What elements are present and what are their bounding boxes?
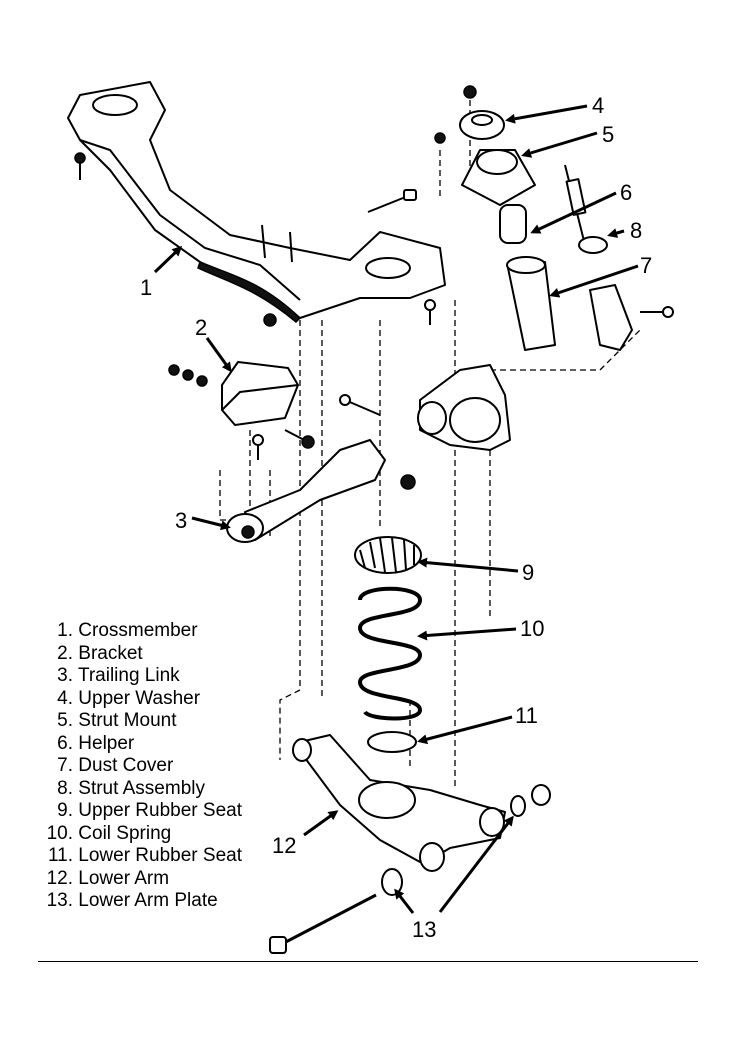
legend-item: 3. Trailing Link — [57, 665, 180, 686]
strut-mount-part — [434, 132, 536, 206]
legend-item: 12. Lower Arm — [46, 867, 170, 889]
legend-item: 2. Bracket — [57, 642, 143, 664]
callout-13: 13 — [412, 917, 436, 942]
helper-part — [499, 204, 527, 244]
upper-washer-part — [459, 85, 505, 140]
legend-item: 11. Lower Rubber Seat — [47, 845, 242, 866]
trailing-link-part — [226, 439, 416, 543]
strut-assembly-part — [564, 164, 674, 351]
upper-rubber-seat-part — [354, 536, 422, 574]
callout-10: 10 — [520, 616, 544, 641]
callout-1: 1 — [140, 275, 152, 300]
coil-spring-part — [357, 586, 423, 721]
legend-item: 6. Helper — [57, 732, 135, 754]
crossmember-bolts — [74, 152, 436, 327]
lower-rubber-seat-part — [367, 731, 417, 753]
callout-8: 8 — [630, 218, 642, 243]
callout-11: 11 — [515, 703, 538, 728]
callout-12: 12 — [272, 833, 296, 858]
callout-9: 9 — [522, 560, 534, 585]
callout-3: 3 — [175, 508, 187, 533]
callout-2: 2 — [195, 315, 207, 340]
legend-item: 5. Strut Mount — [57, 710, 177, 731]
parts-legend: 1. Crossmember 2. Bracket 3. Trailing Li… — [44, 620, 242, 913]
callout-4: 4 — [592, 93, 604, 118]
legend-item: 7. Dust Cover — [57, 755, 174, 776]
knuckle-part — [339, 364, 511, 451]
callout-6: 6 — [620, 180, 632, 205]
dust-cover-part — [506, 256, 556, 351]
lower-arm-part — [292, 734, 551, 872]
crossmember-part — [67, 81, 446, 324]
bottom-rule-divider — [38, 961, 698, 962]
callout-labels: 1 2 3 4 5 6 7 8 9 10 11 12 13 — [140, 93, 652, 942]
callout-5: 5 — [602, 122, 614, 147]
legend-item: 1. Crossmember — [57, 620, 198, 641]
bracket-part — [168, 361, 315, 460]
legend-item: 8. Strut Assembly — [57, 777, 205, 799]
legend-item: 4. Upper Washer — [57, 687, 201, 709]
leader-arrows — [153, 104, 639, 914]
legend-item: 9. Upper Rubber Seat — [57, 800, 242, 821]
legend-item: 13. Lower Arm Plate — [46, 890, 218, 911]
callout-7: 7 — [640, 253, 652, 278]
legend-item: 10. Coil Spring — [46, 822, 172, 844]
lower-arm-plate-part — [269, 868, 403, 954]
